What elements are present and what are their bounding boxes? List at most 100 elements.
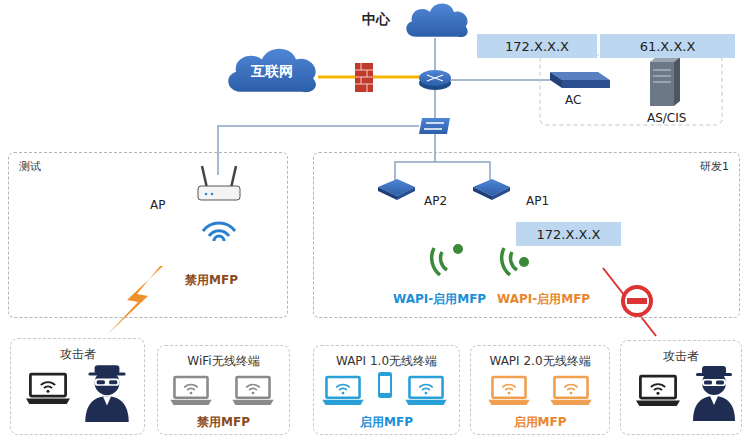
server-side bbox=[674, 57, 680, 106]
zone-region: 测试 AP bbox=[8, 152, 288, 318]
server-icon bbox=[650, 57, 680, 106]
wire bbox=[218, 126, 419, 175]
phone-icon bbox=[378, 372, 392, 398]
terminal-box: WAPI 1.0无线终端启用MFP bbox=[313, 345, 460, 435]
wire bbox=[395, 162, 490, 180]
led bbox=[205, 193, 208, 196]
wire bbox=[450, 79, 550, 81]
node-title: AP1 bbox=[526, 194, 549, 208]
ip-band: 172.X.X.X bbox=[477, 34, 597, 58]
sign-ring bbox=[623, 287, 651, 315]
no-entry-sign bbox=[623, 287, 651, 315]
device-label: AP2 bbox=[421, 193, 451, 209]
router-arrows bbox=[427, 75, 443, 81]
mfp-status: 启用MFP bbox=[514, 414, 567, 431]
wire bbox=[434, 134, 436, 162]
node-title: 研发1 bbox=[700, 159, 729, 174]
server-slots bbox=[653, 70, 671, 82]
laptop-icon bbox=[232, 377, 273, 405]
terminal-box: 攻击者 bbox=[10, 338, 145, 435]
laptop-icon bbox=[636, 376, 680, 406]
mfp-label: WAPI-启用MFP bbox=[497, 291, 590, 308]
antenna bbox=[231, 166, 236, 188]
wifi-signal bbox=[203, 223, 235, 241]
device-label: AP1 bbox=[523, 193, 553, 209]
mfp-status: 禁用MFP bbox=[197, 414, 250, 431]
node-title: WAPI 2.0无线终端 bbox=[489, 353, 590, 370]
antenna bbox=[202, 166, 207, 188]
firewall-bricks bbox=[355, 63, 373, 92]
node-title: AP2 bbox=[424, 194, 447, 208]
firewall-icon bbox=[355, 63, 373, 92]
server-body bbox=[650, 62, 674, 106]
ap-side bbox=[492, 187, 510, 200]
wifi-arc bbox=[203, 223, 235, 231]
lock-dot bbox=[453, 244, 463, 254]
sign-bar bbox=[627, 298, 647, 304]
mfp-label: 禁用MFP bbox=[185, 272, 238, 289]
blocked-link bbox=[603, 268, 656, 336]
wifi-arc bbox=[441, 252, 447, 270]
terminal-box: WAPI 2.0无线终端启用MFP bbox=[470, 345, 610, 435]
ap1-icon bbox=[473, 179, 510, 200]
node-title: WiFi无线终端 bbox=[187, 353, 259, 370]
node-title: 测试 bbox=[19, 159, 41, 174]
node-title: AC bbox=[565, 93, 581, 107]
laptop-icon bbox=[322, 377, 363, 405]
led bbox=[211, 193, 214, 196]
ap-side bbox=[378, 187, 397, 200]
lock-dot bbox=[519, 257, 529, 267]
node-title: 互联网 bbox=[251, 63, 293, 81]
node-title: 攻击者 bbox=[60, 346, 96, 363]
center-zone bbox=[540, 55, 722, 125]
ac-side bbox=[550, 72, 562, 88]
cloud-outline bbox=[406, 4, 467, 38]
switch-arrows bbox=[424, 123, 444, 129]
phone-body bbox=[378, 372, 392, 398]
node-title: AS/CIS bbox=[647, 111, 686, 125]
ip-band: 172.X.X.X bbox=[516, 222, 621, 246]
hacker-icon bbox=[85, 365, 128, 422]
node-title: WAPI 1.0无线终端 bbox=[336, 353, 437, 370]
mfp-label: WAPI-启用MFP bbox=[393, 291, 486, 308]
laptop-icon bbox=[170, 377, 211, 405]
device-label: AS/CIS bbox=[644, 110, 690, 126]
device-label: AC bbox=[562, 92, 585, 108]
wire bbox=[434, 89, 436, 118]
wifi-arc bbox=[511, 252, 517, 270]
ac-front bbox=[562, 80, 610, 88]
node-title: 攻击者 bbox=[663, 348, 699, 365]
terminal-box: WiFi无线终端禁用MFP bbox=[157, 345, 290, 435]
ap2-icon bbox=[378, 179, 415, 200]
ap-side bbox=[397, 187, 415, 200]
ap-router-icon bbox=[198, 166, 240, 200]
laptop-icon bbox=[488, 377, 529, 405]
wifi-arc bbox=[502, 248, 510, 275]
wiring bbox=[218, 38, 550, 180]
cloud: 中心 bbox=[402, 0, 472, 40]
switch-icon bbox=[419, 118, 450, 134]
ac-device bbox=[550, 72, 610, 88]
hacker-icon bbox=[693, 366, 735, 421]
device-label: AP bbox=[147, 197, 169, 213]
cloud: 互联网 bbox=[222, 44, 322, 96]
ap-body bbox=[198, 186, 240, 200]
wifi-arc bbox=[214, 236, 224, 241]
switch-body bbox=[419, 118, 450, 134]
firewall-body bbox=[355, 63, 373, 92]
node-title: AP bbox=[150, 198, 165, 212]
node-title: 172.X.X.X bbox=[505, 39, 569, 54]
wifi-arc bbox=[432, 248, 440, 275]
attack-lightning bbox=[108, 266, 163, 334]
router-top bbox=[419, 70, 451, 86]
cloud-shape bbox=[402, 0, 472, 40]
wapi-signal bbox=[432, 244, 529, 275]
wire bbox=[434, 38, 436, 70]
cloud-outline bbox=[228, 49, 316, 93]
mfp-status: 启用MFP bbox=[360, 414, 413, 431]
laptop-icon bbox=[550, 377, 591, 405]
node-title: 61.X.X.X bbox=[640, 39, 696, 54]
ip-band: 61.X.X.X bbox=[600, 34, 735, 58]
ap-side bbox=[473, 187, 492, 200]
